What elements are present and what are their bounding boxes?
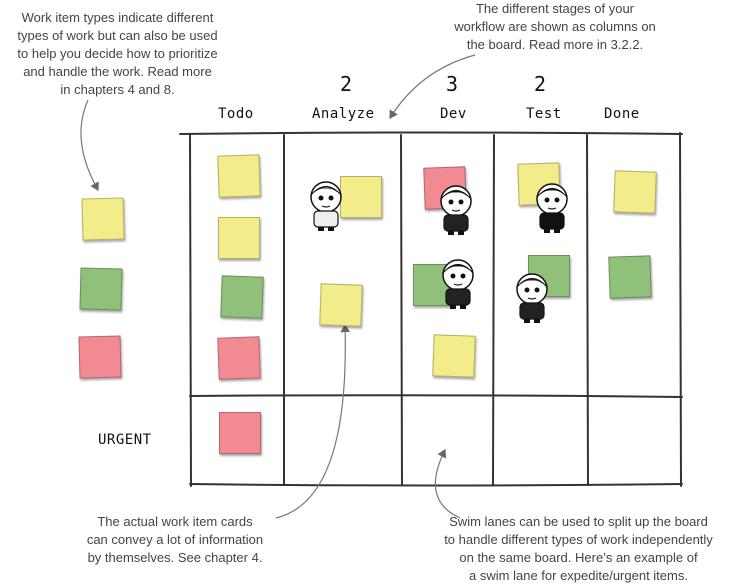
note-line: to handle different types of work indepe… — [444, 532, 713, 547]
work-item-card — [432, 334, 476, 378]
note-swim-lanes: Swim lanes can be used to split up the b… — [410, 513, 747, 585]
person-avatar-dark-haired-boy — [434, 182, 478, 236]
note-workflow-stages: The different stages of your workflow ar… — [440, 0, 670, 54]
arrow-types — [80, 99, 99, 192]
column-header-dev: Dev — [440, 106, 467, 122]
work-item-card — [613, 170, 657, 214]
work-item-card — [217, 154, 261, 198]
work-item-card — [217, 336, 261, 380]
person-avatar-man-in-suit — [530, 180, 574, 234]
arrow-swimlanes — [434, 448, 461, 519]
note-line: in chapters 4 and 8. — [60, 82, 175, 97]
arrow-cards — [275, 323, 351, 519]
wip-limit-analyze: 2 — [340, 72, 353, 96]
column-header-test: Test — [526, 106, 562, 122]
wip-limit-dev: 3 — [446, 72, 459, 96]
note-line: Swim lanes can be used to split up the b… — [449, 514, 708, 529]
person-avatar-emo-girl — [436, 256, 480, 310]
note-line: the board. Read more in 3.2.2. — [466, 37, 644, 52]
note-line: Work item types indicate different — [21, 10, 214, 25]
person-avatar-man-with-glasses — [510, 270, 554, 324]
note-line: workflow are shown as columns on — [454, 19, 656, 34]
note-line: a swim lane for expedite/urgent items. — [469, 568, 688, 583]
legend-card-red — [78, 335, 122, 379]
work-item-card — [218, 217, 260, 259]
note-work-item-types: Work item types indicate different types… — [0, 9, 235, 99]
note-line: can convey a lot of information — [86, 532, 264, 547]
column-header-done: Done — [604, 106, 640, 122]
legend-card-yellow — [81, 197, 125, 241]
person-avatar-woman-with-glasses — [304, 178, 348, 232]
legend-card-green — [79, 267, 123, 311]
work-item-card — [319, 283, 363, 327]
note-line: and handle the work. Read more — [23, 64, 212, 79]
swim-lane-label-urgent: URGENT — [98, 432, 152, 448]
note-line: The different stages of your — [475, 1, 635, 16]
work-item-card — [220, 275, 264, 319]
column-header-analyze: Analyze — [312, 106, 375, 122]
work-item-card — [340, 176, 382, 218]
work-item-card — [219, 412, 261, 454]
arrow-stages — [389, 54, 476, 120]
note-line: on the same board. Here’s an example of — [459, 550, 698, 565]
wip-limit-test: 2 — [534, 72, 547, 96]
work-item-card — [608, 255, 652, 299]
note-work-item-cards: The actual work item cards can convey a … — [60, 513, 290, 567]
note-line: by themselves. See chapter 4. — [87, 550, 263, 565]
note-line: to help you decide how to prioritize — [17, 46, 218, 61]
column-header-todo: Todo — [218, 106, 254, 122]
note-line: The actual work item cards — [97, 514, 253, 529]
note-line: types of work but can also be used — [17, 28, 218, 43]
